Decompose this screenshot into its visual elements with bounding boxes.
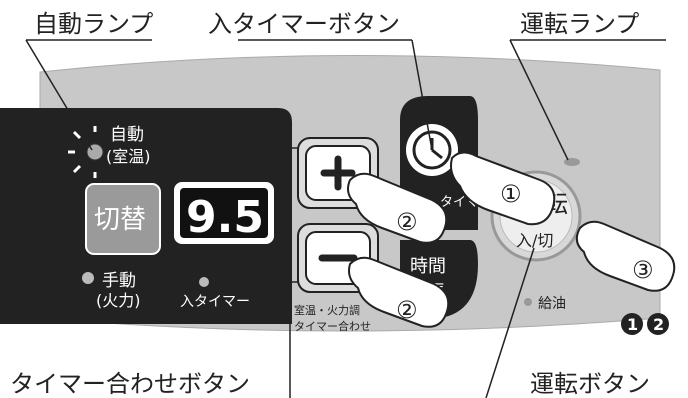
switch-button[interactable]: [85, 183, 161, 255]
fuel-label: 給油: [538, 296, 566, 312]
callout-run-lamp: 運転ランプ: [520, 10, 639, 38]
hand-pointer-2b: [348, 256, 450, 328]
step-2a-label: ②: [396, 208, 418, 236]
timer-on-indicator-label: 入タイマー: [180, 294, 250, 310]
callout-auto-lamp: 自動ランプ: [34, 10, 153, 38]
callout-timer-set-button: タイマー合わせボタン: [10, 370, 250, 398]
step-3-label: ③: [632, 256, 654, 284]
fuel-lamp: [524, 298, 532, 306]
clock-icon: [412, 130, 452, 170]
plus-icon: [320, 155, 356, 191]
hand-pointer-1: [450, 151, 556, 226]
note-line1: 室温・火力調: [294, 303, 360, 317]
manual-label-line1: 手動: [102, 271, 136, 291]
switch-button-label: 切替: [94, 205, 146, 235]
step-badge-1: [621, 313, 643, 335]
manual-label-line2: (火力): [96, 291, 141, 310]
hand-pointer-2a: [347, 172, 448, 244]
run-label-line2: 入/切: [516, 231, 553, 250]
callout-timer-on-button: 入タイマーボタン: [208, 10, 400, 38]
auto-label-line2: (室温): [106, 147, 151, 166]
hand-pointer-3: [575, 220, 676, 292]
note-line2: タイマー合わせ: [294, 319, 371, 333]
display-value: 9.5: [186, 192, 264, 243]
step-badge-2-label: 2: [653, 315, 664, 334]
manual-lamp: [82, 272, 94, 284]
run-lamp: [564, 158, 580, 166]
auto-label-line1: 自動: [110, 125, 144, 145]
step-2b-label: ②: [396, 296, 418, 324]
step-1-label: ①: [500, 180, 522, 208]
step-badge-2: [647, 313, 669, 335]
timer-on-indicator-lamp: [199, 277, 209, 287]
extend-label-line1: 時間: [410, 256, 446, 277]
callout-run-button: 運転ボタン: [530, 370, 650, 398]
step-badge-1-label: 1: [627, 315, 638, 334]
